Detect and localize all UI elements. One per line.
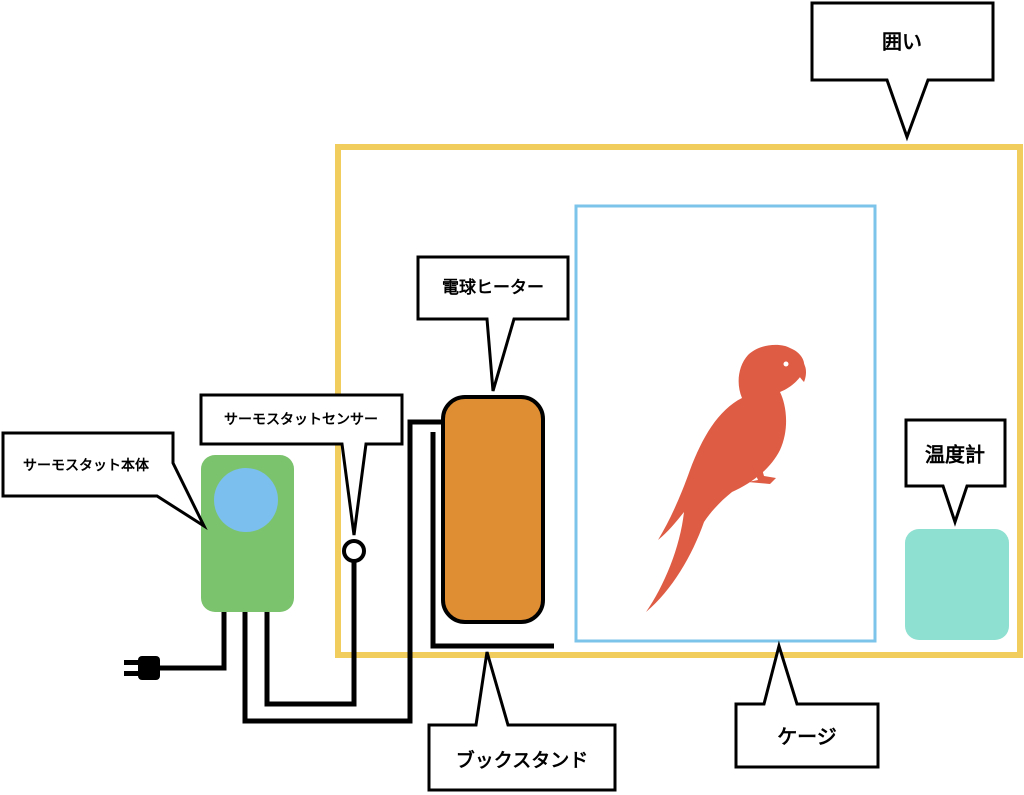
power-cord: [158, 612, 227, 671]
bookstand-icon: [430, 432, 554, 649]
callout-bookstand: ブックスタンド: [427, 651, 617, 792]
callout-thermometer-label: 温度計: [925, 443, 985, 467]
callout-bulb-heater-label: 電球ヒーター: [442, 278, 544, 298]
callout-cage-label: ケージ: [777, 725, 837, 749]
thermostat-sensor-icon: [342, 539, 366, 563]
thermometer-icon: [905, 529, 1009, 640]
sensor-cord: [264, 561, 357, 707]
callout-thermostat-body: サーモスタット本体: [1, 431, 208, 531]
power-plug-icon: [124, 656, 160, 680]
thermostat-dial-icon: [214, 468, 278, 532]
cage-border: [574, 204, 877, 643]
heater-cord: [242, 419, 443, 724]
callout-bulb-heater: 電球ヒーター: [416, 255, 570, 392]
callout-thermostat-sensor-label: サーモスタットセンサー: [224, 412, 378, 428]
callout-thermostat-body-label: サーモスタット本体: [23, 457, 150, 474]
callout-enclosure-label: 囲い: [882, 30, 922, 54]
callout-enclosure: 囲い: [810, 1, 995, 142]
callout-cage: ケージ: [734, 640, 880, 769]
parrot-icon: [646, 344, 806, 612]
bulb-heater-icon: [441, 395, 545, 624]
callout-thermostat-sensor: サーモスタットセンサー: [199, 393, 404, 536]
callout-thermometer: 温度計: [904, 418, 1007, 527]
callout-bookstand-label: ブックスタンド: [456, 749, 588, 772]
